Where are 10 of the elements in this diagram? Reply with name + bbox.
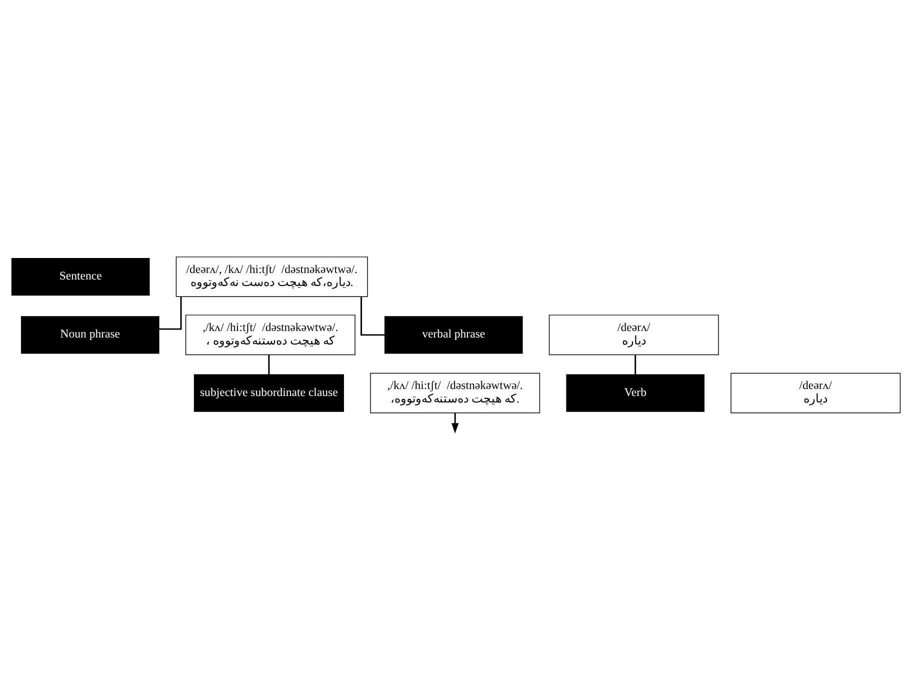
node-box: Sentence	[11, 258, 150, 296]
connector	[360, 296, 385, 336]
node-box: Noun phrase	[20, 316, 160, 354]
node-box: verbal phrase	[384, 316, 523, 354]
connector	[268, 354, 270, 374]
connector	[634, 354, 636, 374]
node-box: Verb	[566, 374, 704, 412]
arrow	[451, 412, 459, 433]
node-box: subjective subordinate clause	[194, 374, 344, 412]
connector	[159, 296, 182, 330]
